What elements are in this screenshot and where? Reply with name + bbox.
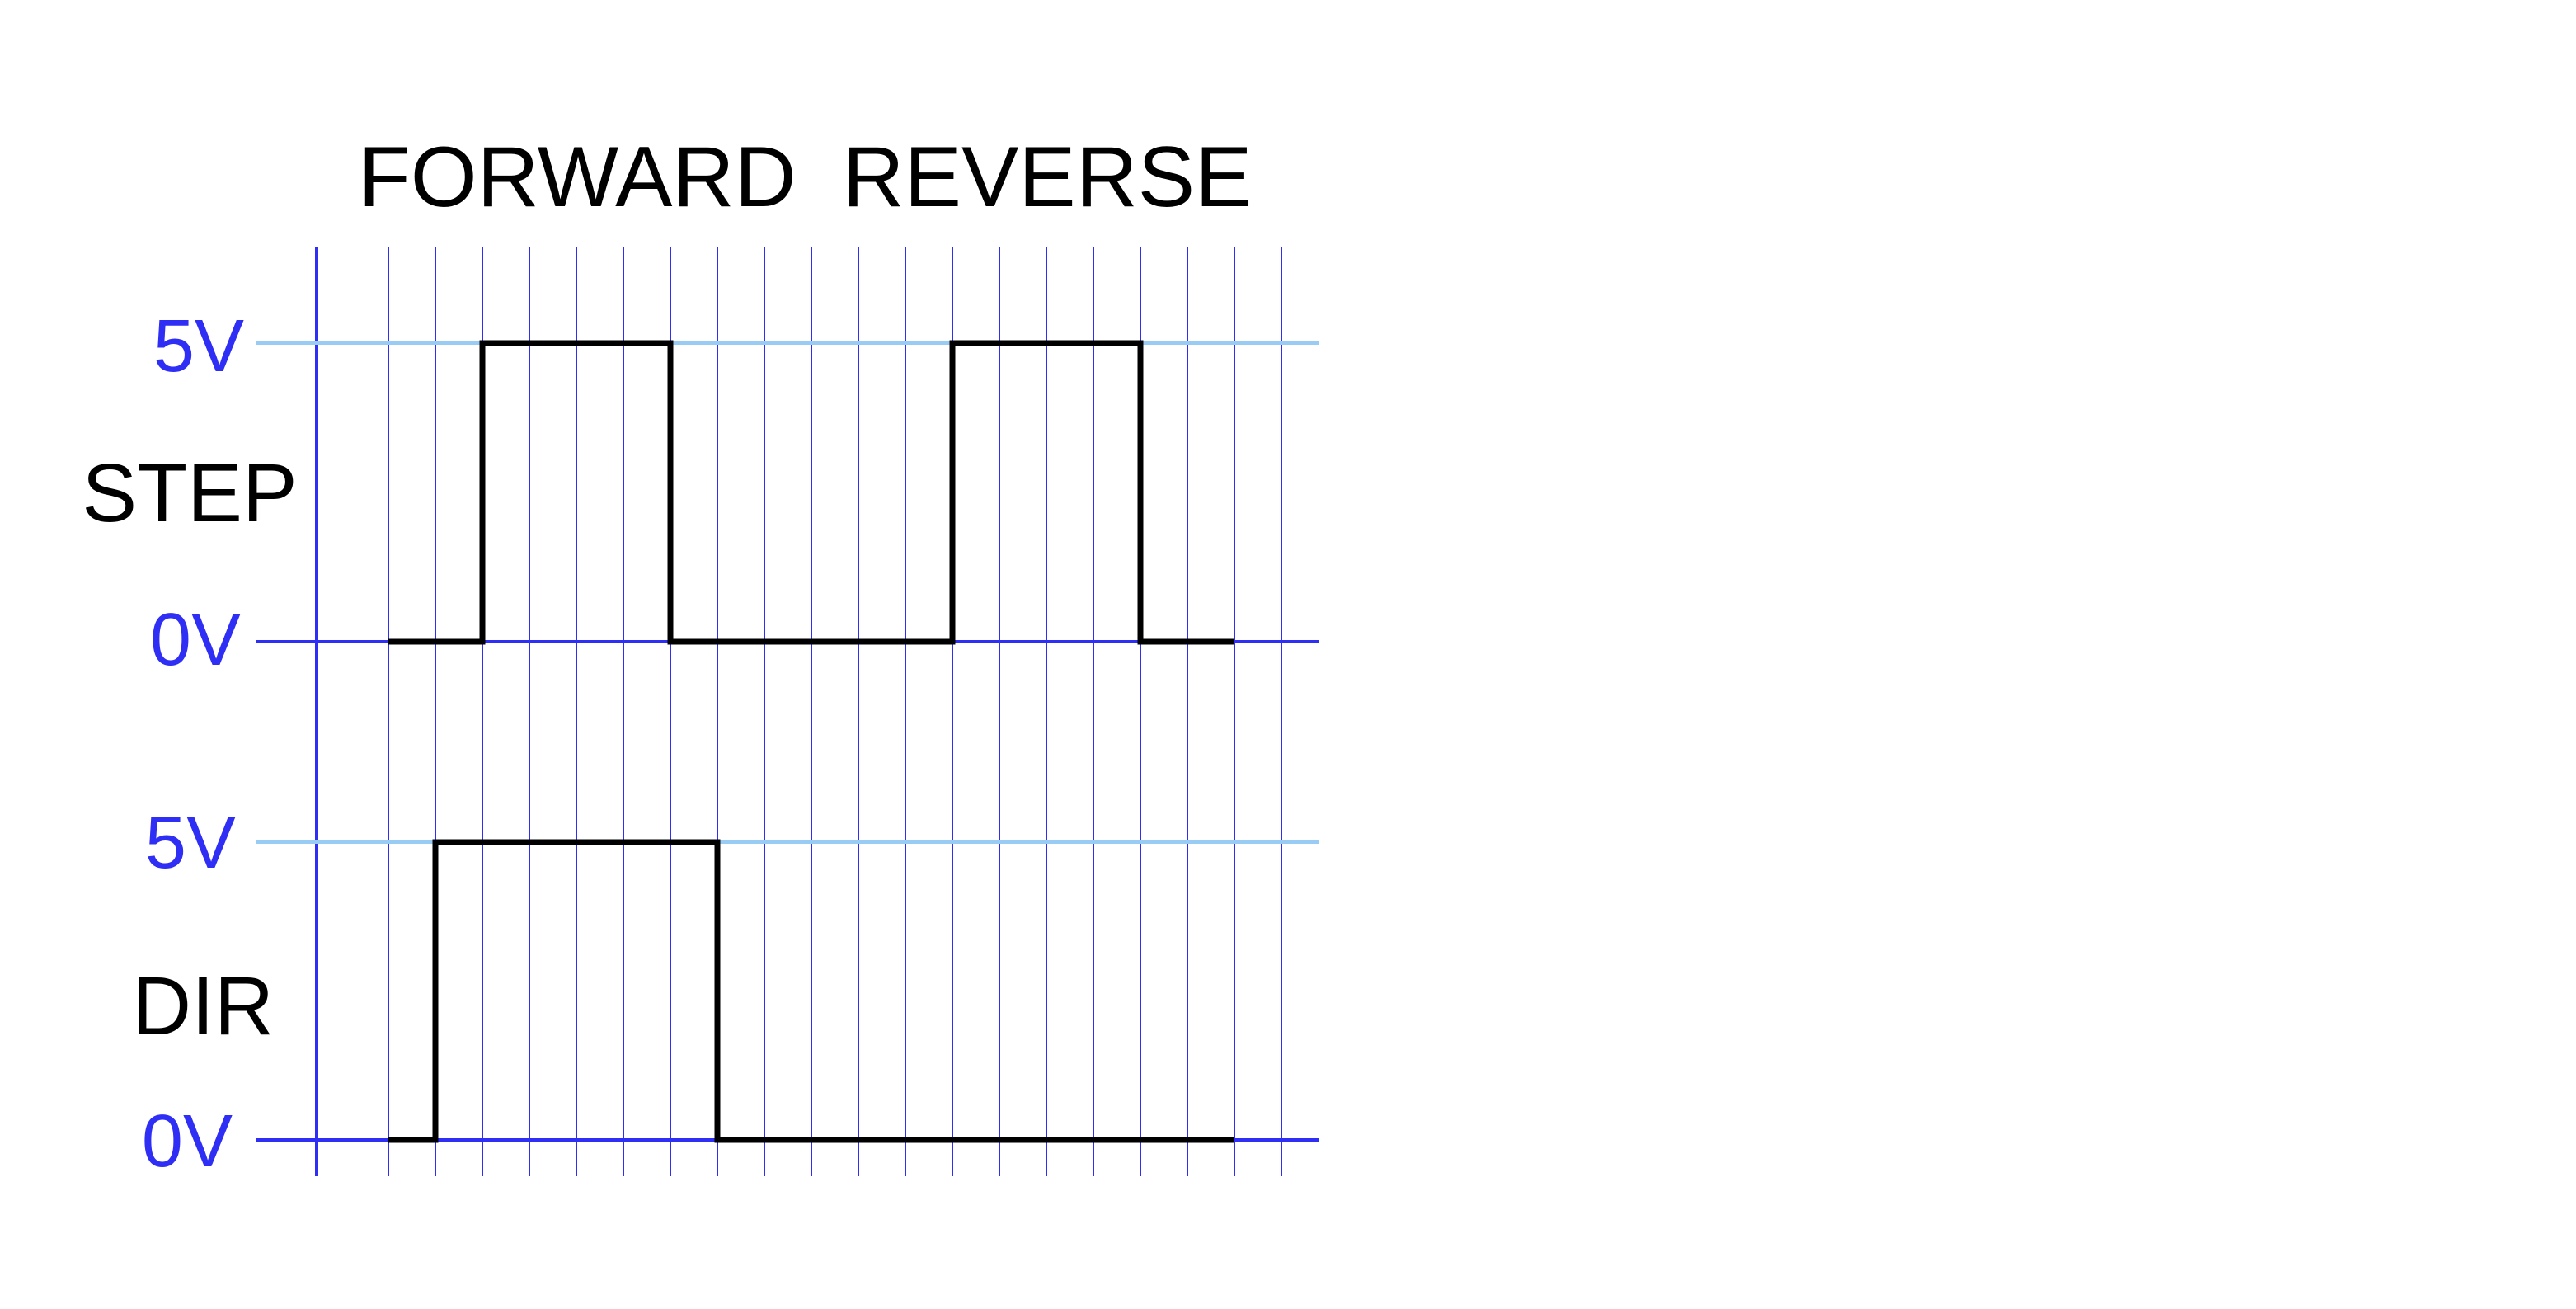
reverse-label: REVERSE xyxy=(842,129,1252,225)
dir-low-label: 0V xyxy=(142,1100,233,1183)
step-high-label: 5V xyxy=(153,305,244,388)
step-waveform xyxy=(388,340,1234,645)
step-signal-label: STEP xyxy=(82,447,297,539)
grid xyxy=(388,247,1282,1176)
dir-high-label: 5V xyxy=(145,802,236,884)
waveforms xyxy=(388,340,1234,1143)
dir-signal-label: DIR xyxy=(132,960,274,1052)
dir-waveform xyxy=(388,839,1234,1143)
step-low-label: 0V xyxy=(150,599,241,681)
forward-label: FORWARD xyxy=(358,129,797,225)
voltage-lines xyxy=(256,341,1319,1142)
